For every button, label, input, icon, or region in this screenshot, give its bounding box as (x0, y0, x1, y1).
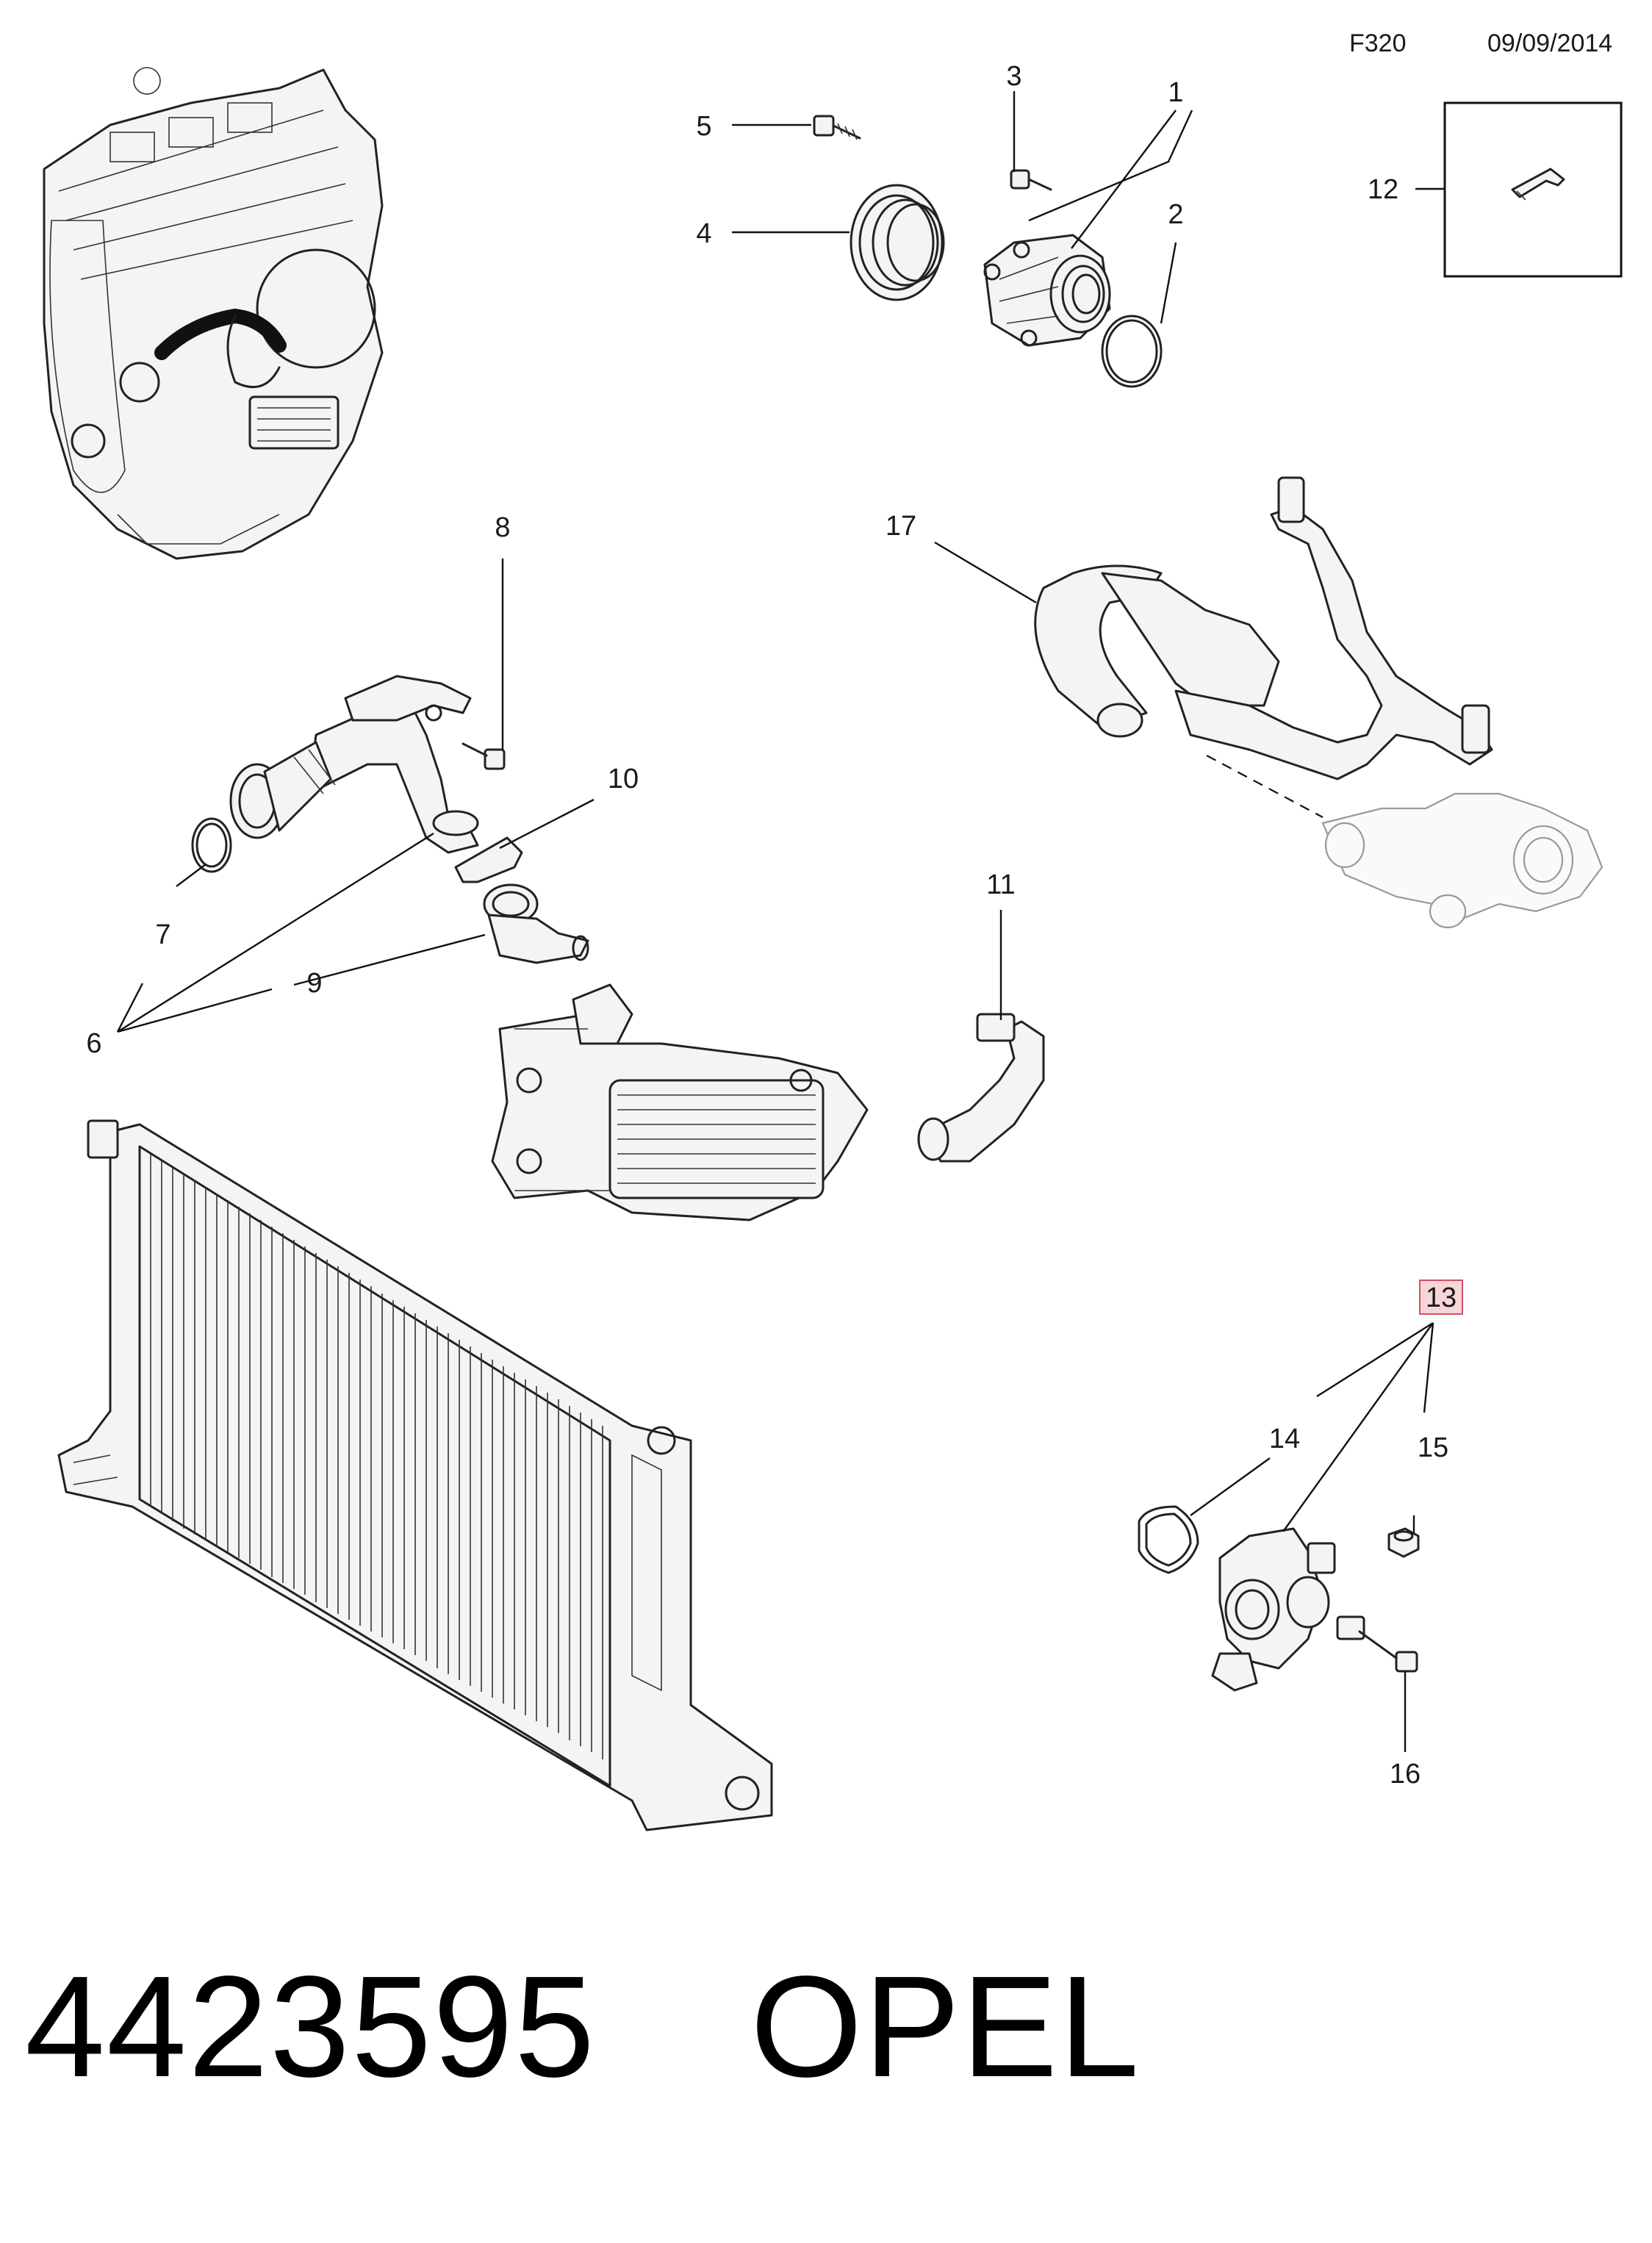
callout-labels: 1 2 3 4 5 6 7 8 9 10 11 12 13 14 15 16 1… (86, 61, 1457, 1790)
callout-3: 3 (1006, 61, 1021, 92)
callout-9: 9 (306, 968, 322, 999)
o-ring-part-7 (191, 817, 232, 873)
callout-17: 17 (886, 511, 916, 542)
callout-10: 10 (608, 764, 639, 794)
callout-14: 14 (1269, 1424, 1300, 1454)
callout-12: 12 (1368, 174, 1398, 205)
nut-part-15 (1387, 1527, 1420, 1558)
oil-cooler-housing (491, 983, 869, 1221)
part-number: 4423595 (25, 1946, 597, 2107)
bolt-part-16 (1358, 1630, 1418, 1673)
part-12-inset-box (1443, 101, 1623, 278)
bolt-part-5 (813, 115, 861, 140)
water-pump-part-1 (983, 234, 1111, 347)
bolt-part-3 (1010, 169, 1052, 191)
seal-ring-part-2 (1101, 315, 1163, 388)
callout-13: 13 (1426, 1282, 1457, 1313)
figure-code: F320 (1349, 29, 1407, 57)
hose-part-11 (917, 1013, 1045, 1163)
thermostat-housing-part-13 (1211, 1527, 1365, 1692)
callout-1: 1 (1168, 77, 1183, 108)
callout-2: 2 (1168, 199, 1183, 230)
callout-15: 15 (1418, 1432, 1448, 1463)
callout-4: 4 (696, 218, 711, 249)
leader-lines (116, 91, 1445, 1752)
callout-5: 5 (696, 111, 711, 142)
brand-name: OPEL (750, 1946, 1141, 2107)
callout-16: 16 (1390, 1759, 1421, 1790)
fitting-part-9 (483, 883, 589, 964)
hose-assembly-part-17 (1034, 476, 1493, 780)
callout-11: 11 (986, 869, 1015, 900)
callout-7: 7 (155, 919, 170, 950)
coolant-pipe-part-6 (229, 675, 479, 854)
callout-8: 8 (495, 512, 510, 543)
pulley-part-4 (850, 184, 945, 301)
thermostat-housing-ghost (1321, 792, 1603, 929)
engine-overview-illustration (43, 67, 384, 560)
bolt-part-8 (462, 742, 506, 770)
clip-part-10 (454, 836, 523, 883)
callout-13-highlight (1419, 1280, 1463, 1315)
radiator-illustration (57, 1119, 773, 1831)
figure-date: 09/09/2014 (1487, 29, 1612, 57)
callout-6: 6 (86, 1028, 101, 1059)
thermostat-gasket-part-14 (1138, 1505, 1199, 1574)
